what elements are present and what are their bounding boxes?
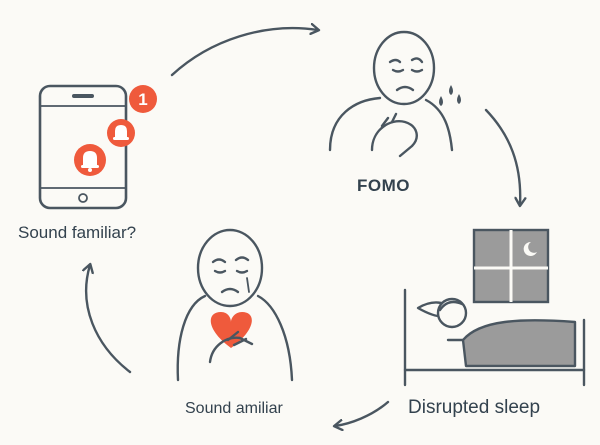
sad-person-icon [176,228,294,382]
sleep-caption: Disrupted sleep [408,397,541,418]
bell-icon [107,119,135,147]
bed-icon [403,288,586,387]
bell-icon [74,144,106,176]
arrow-phone-to-fomo [170,28,318,77]
arrow-fomo-to-sleep [484,108,520,205]
arrow-sleep-to-heart [335,400,390,426]
fomo-caption: FOMO [357,176,410,195]
phone-caption: Sound familiar? [18,223,137,242]
tear-drops-icon [439,85,461,106]
badge-count: 1 [138,90,147,109]
heart-caption: Sound amiliar [185,400,283,417]
hand-icon [208,330,254,364]
notification-badge: 1 [129,85,157,113]
heart-icon [210,312,252,348]
arrow-heart-to-phone [86,265,132,374]
sad-person-icon [328,30,454,158]
window-moon-icon [472,228,550,304]
